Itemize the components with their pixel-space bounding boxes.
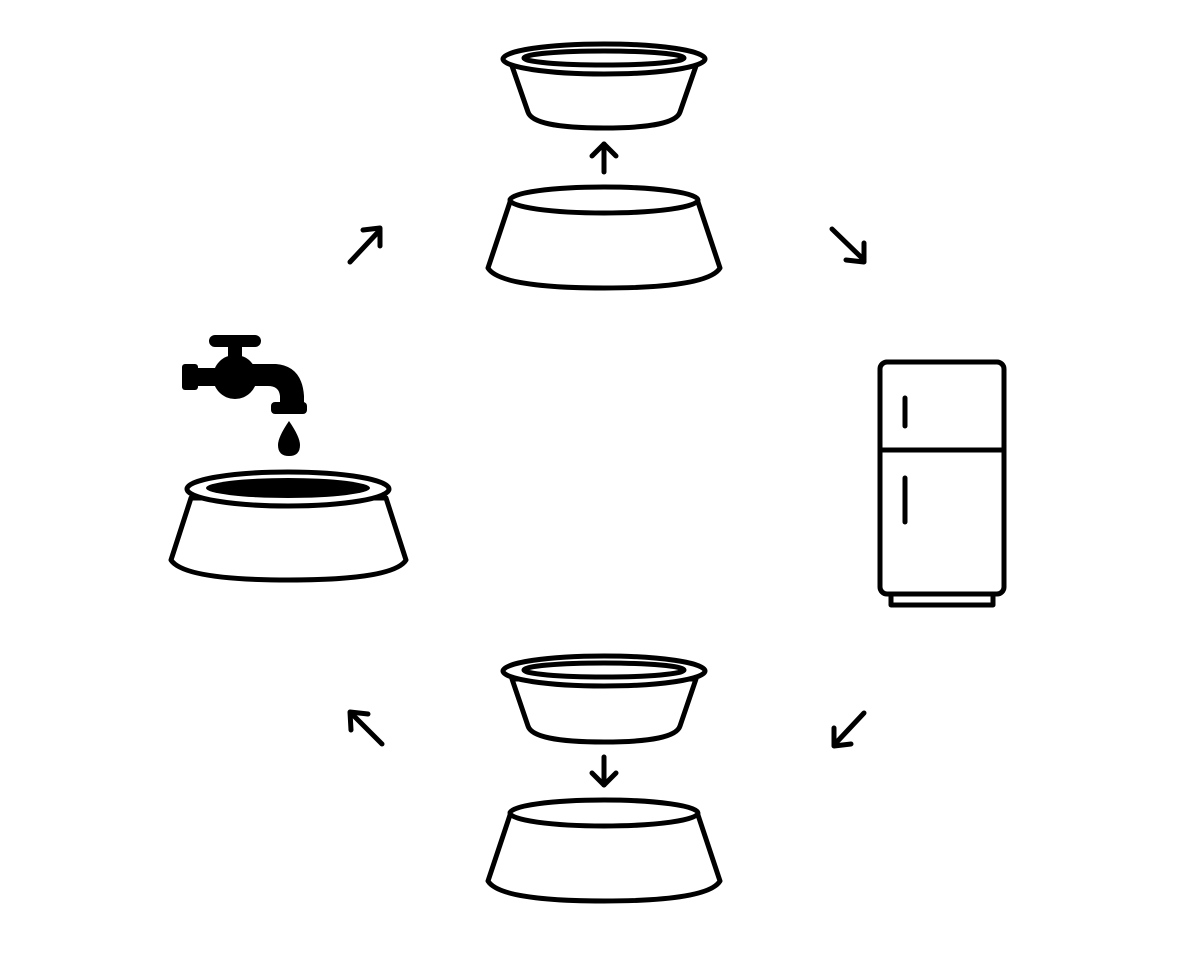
arrow-down-right-icon — [829, 226, 867, 265]
bowl-stand-icon — [485, 797, 723, 904]
arrow-down-icon — [589, 754, 619, 788]
water-drop-icon — [278, 421, 300, 456]
bowl-stand-icon — [485, 184, 723, 291]
inner-bowl-icon — [500, 653, 708, 745]
arrow-up-left-icon — [347, 709, 385, 747]
faucet-icon — [182, 335, 307, 414]
water-bowl-icon — [168, 469, 409, 583]
arrow-up-right-icon — [347, 225, 383, 265]
arrow-down-left-icon — [831, 710, 867, 749]
inner-bowl-icon — [500, 41, 708, 131]
arrow-up-icon — [589, 141, 619, 175]
step-place-bowl — [485, 653, 723, 904]
refrigerator-icon — [877, 359, 1007, 608]
step-lift-bowl — [485, 41, 723, 291]
step-fill-bowl — [168, 335, 409, 583]
